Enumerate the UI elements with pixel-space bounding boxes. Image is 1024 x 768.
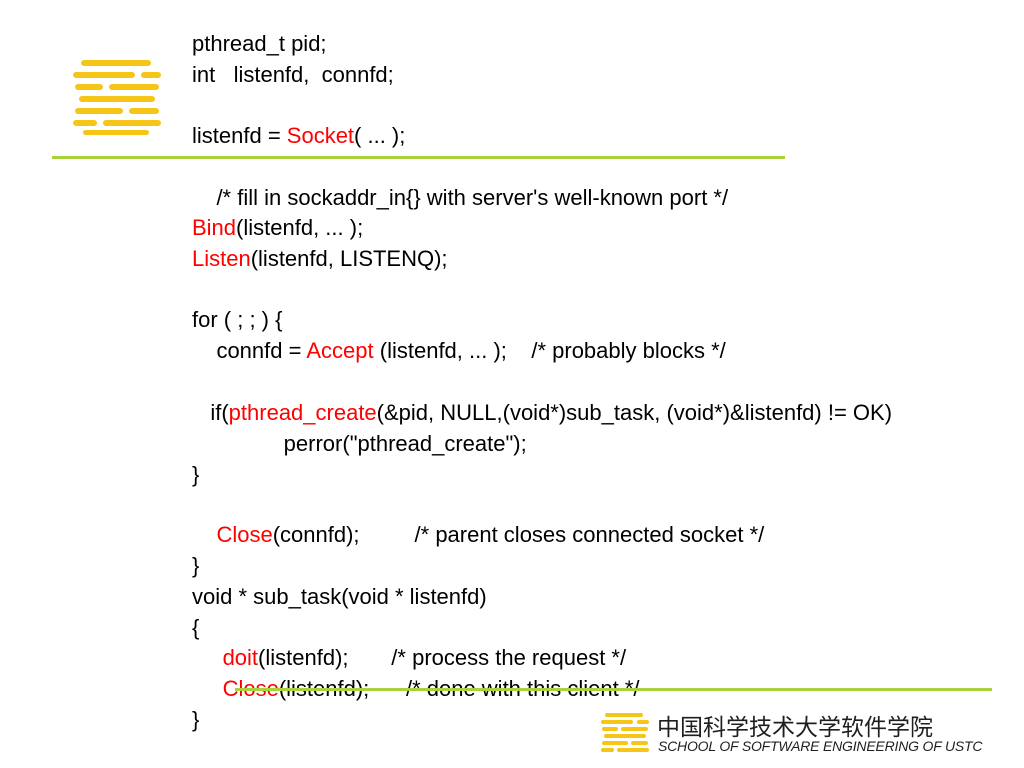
code-text: (&pid, NULL,(void*)sub_task, (void*)&lis… (376, 400, 893, 425)
school-name-chinese: 中国科学技术大学软件学院 (657, 715, 933, 741)
code-line: } (192, 462, 199, 488)
code-line: for ( ; ; ) { (192, 307, 282, 333)
code-text: /* fill in sockaddr_in{} with server's w… (192, 185, 729, 210)
code-keyword: pthread_create (228, 400, 377, 425)
code-keyword: Listen (192, 246, 251, 271)
code-keyword: Bind (192, 215, 237, 240)
code-line: { (192, 615, 199, 641)
bottom-divider-rule (235, 688, 992, 691)
ustc-sse-logo-icon (601, 713, 649, 752)
code-text (192, 676, 223, 701)
code-text (192, 645, 223, 670)
code-keyword: Socket (286, 123, 355, 148)
code-text: listenfd = (192, 123, 287, 148)
code-text: for ( ; ; ) { (192, 307, 283, 332)
code-line: pthread_t pid; (192, 31, 327, 57)
code-text: } (192, 462, 200, 487)
code-text: { (192, 615, 200, 640)
ustc-sse-logo-icon (73, 60, 161, 135)
code-line: connfd = Accept (listenfd, ... ); /* pro… (192, 338, 726, 364)
code-line: Bind(listenfd, ... ); (192, 215, 363, 241)
code-line: Close(connfd); /* parent closes connecte… (192, 522, 764, 548)
top-divider-rule (52, 156, 785, 159)
code-text: connfd = (192, 338, 307, 363)
code-text: void * sub_task(void * listenfd) (192, 584, 487, 609)
code-keyword: Accept (306, 338, 374, 363)
code-text: (listenfd, ... ); /* probably blocks */ (373, 338, 726, 363)
code-line: if(pthread_create(&pid, NULL,(void*)sub_… (192, 400, 892, 426)
code-text: if( (192, 400, 229, 425)
code-keyword: doit (222, 645, 259, 670)
code-line: } (192, 707, 199, 733)
code-text: (connfd); /* parent closes connected soc… (272, 522, 765, 547)
code-line: /* fill in sockaddr_in{} with server's w… (192, 185, 728, 211)
code-line: doit(listenfd); /* process the request *… (192, 645, 627, 671)
code-text: perror("pthread_create"); (192, 431, 527, 456)
code-text: pthread_t pid; (192, 31, 327, 56)
code-text: int listenfd, connfd; (192, 62, 394, 87)
code-text: (listenfd, ... ); (236, 215, 364, 240)
code-line: listenfd = Socket( ... ); (192, 123, 405, 149)
school-name-english: SCHOOL OF SOFTWARE ENGINEERING OF USTC (658, 738, 983, 754)
code-line: Listen(listenfd, LISTENQ); (192, 246, 448, 272)
code-text: (listenfd, LISTENQ); (250, 246, 448, 271)
code-line: void * sub_task(void * listenfd) (192, 584, 487, 610)
code-text: (listenfd); /* process the request */ (258, 645, 627, 670)
code-keyword: Close (216, 522, 273, 547)
code-line: perror("pthread_create"); (192, 431, 527, 457)
code-text: } (192, 707, 200, 732)
code-line: } (192, 553, 199, 579)
code-text: ( ... ); (354, 123, 406, 148)
code-text (192, 522, 216, 547)
code-line: int listenfd, connfd; (192, 62, 394, 88)
code-text: } (192, 553, 200, 578)
